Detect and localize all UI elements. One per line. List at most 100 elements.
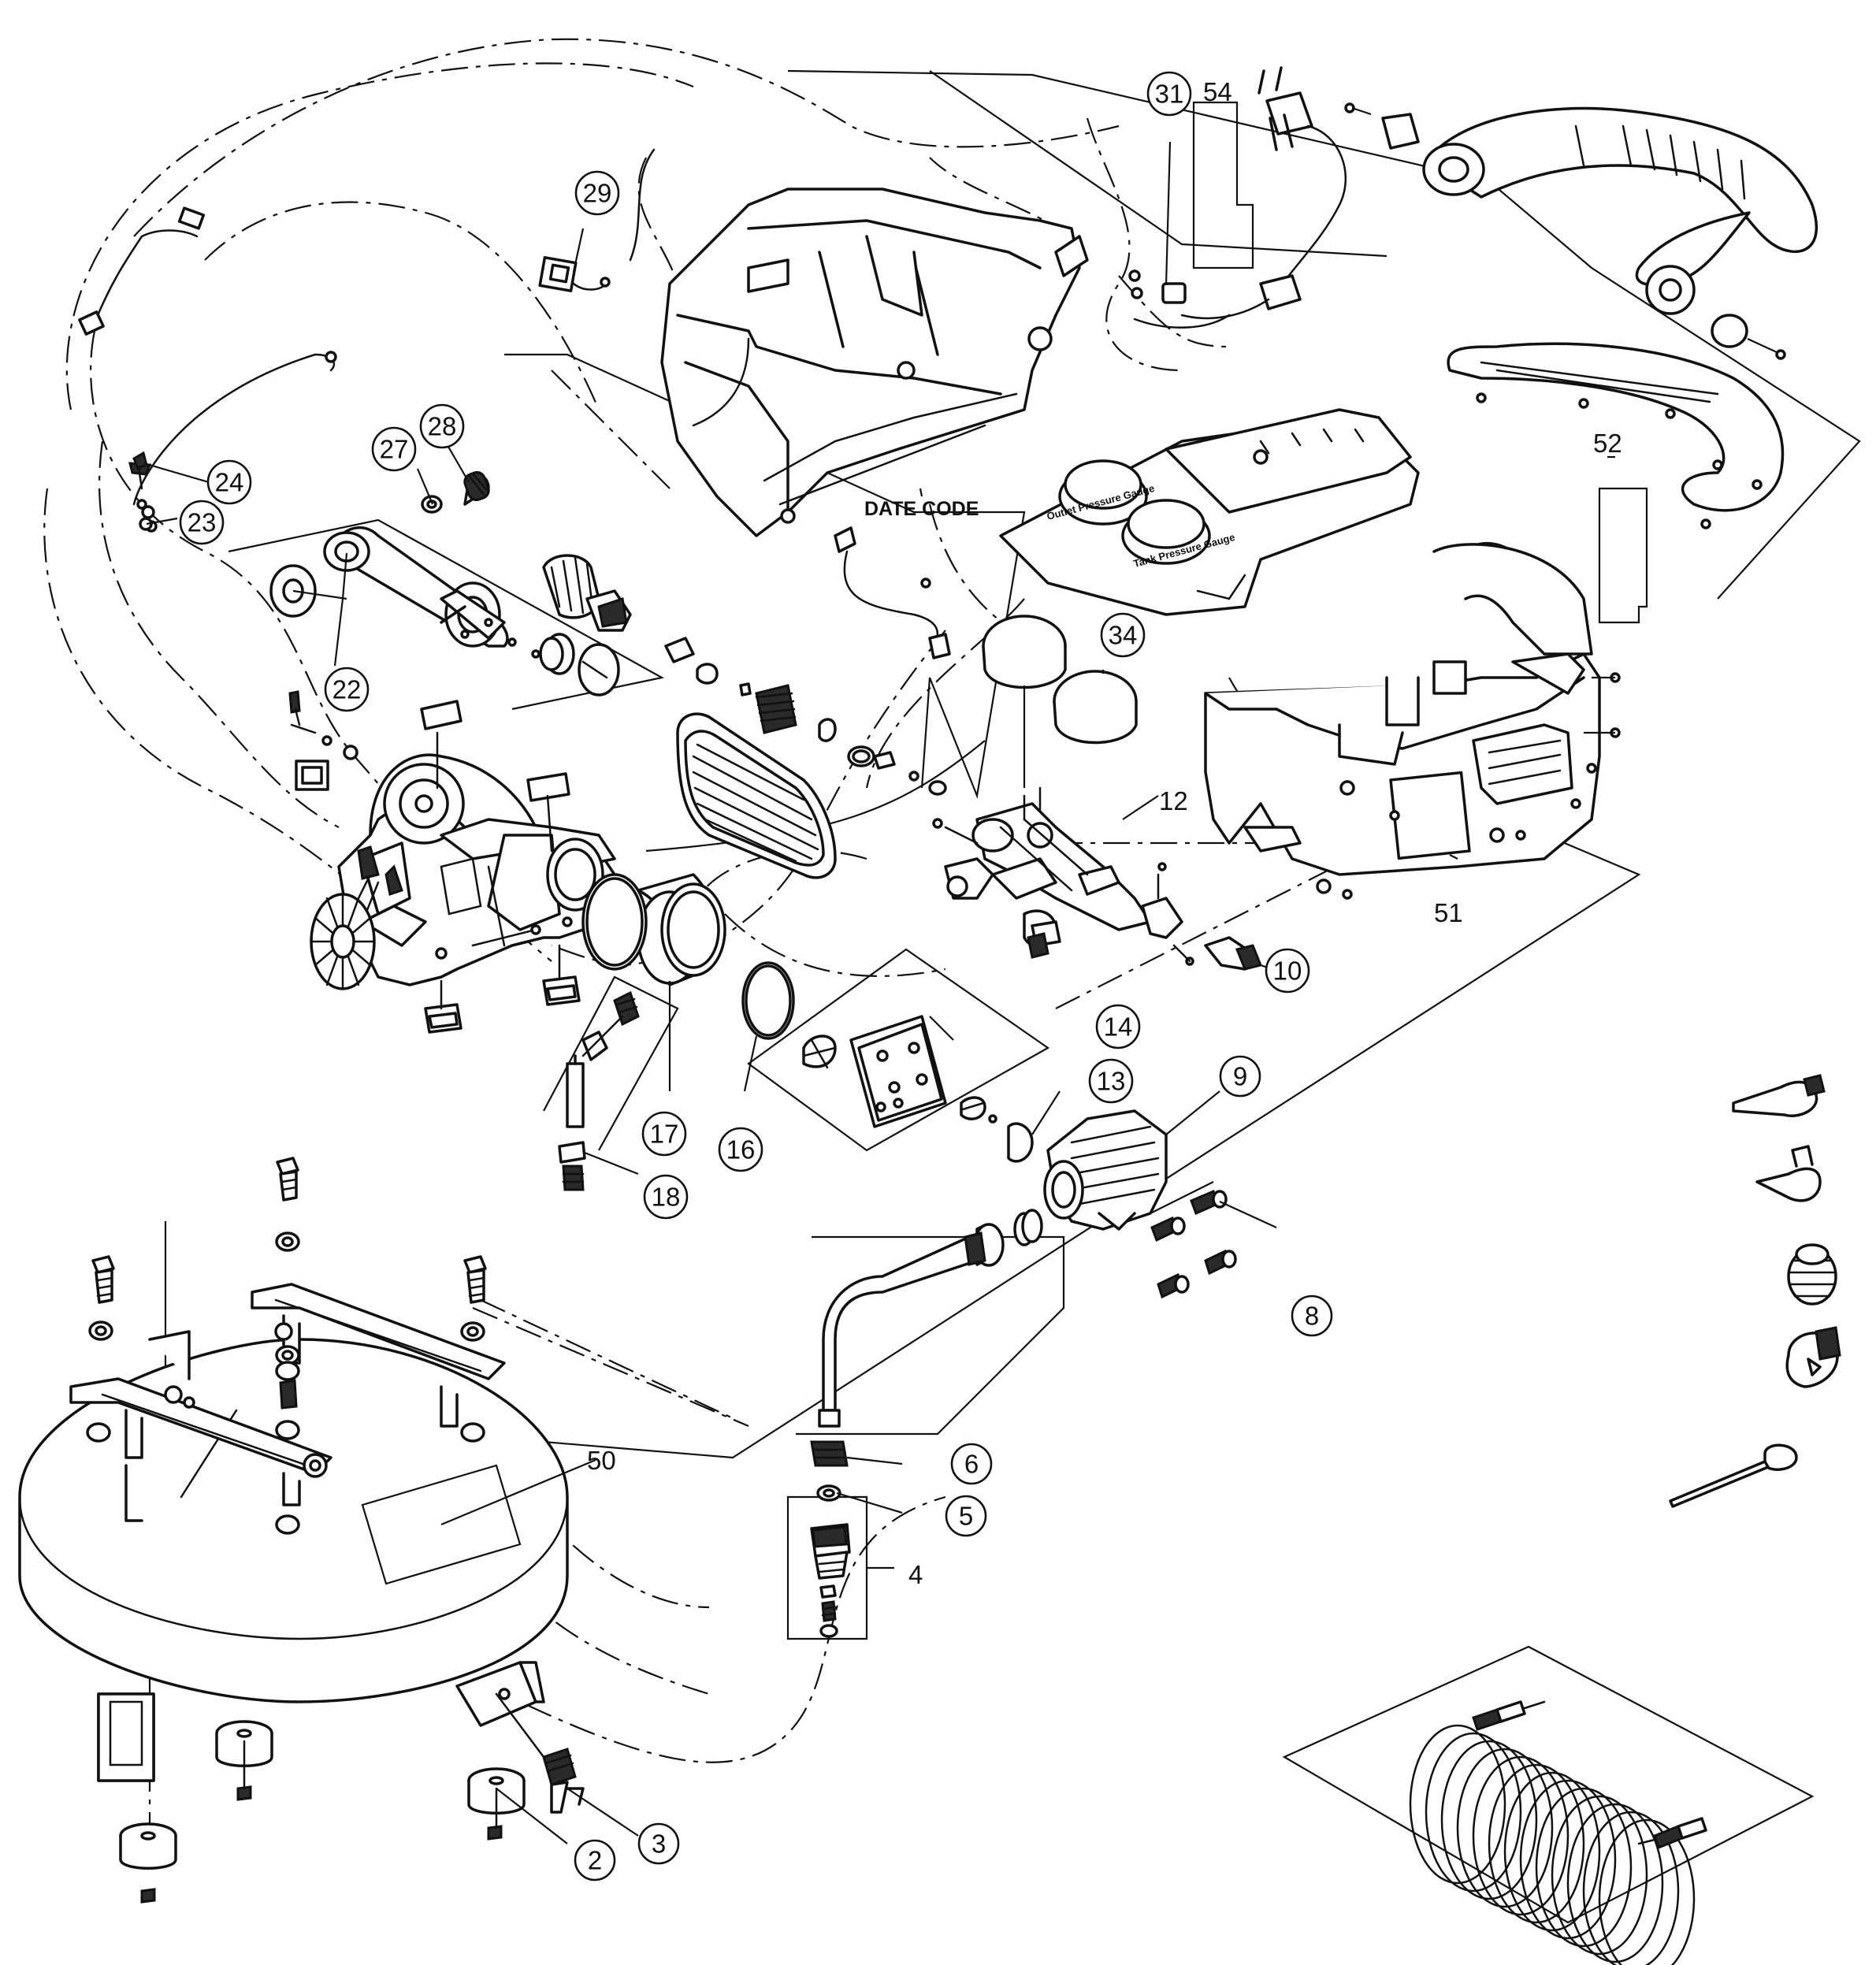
callout-12: 12: [1159, 786, 1188, 815]
svg-text:6: 6: [964, 1450, 979, 1479]
callout-27: 27: [371, 426, 417, 472]
air-hose-kit-outline: [1282, 1645, 1815, 1924]
svg-text:51: 51: [1434, 898, 1463, 927]
svg-text:50: 50: [587, 1446, 616, 1475]
upper-shroud: [660, 188, 1089, 589]
handle-group-outline: [929, 70, 1387, 258]
valve-plate: [802, 1015, 997, 1128]
fan: [310, 893, 376, 990]
head-assembly: [1007, 1109, 1168, 1231]
svg-text:5: 5: [959, 1502, 973, 1531]
svg-text:3: 3: [652, 1829, 666, 1859]
svg-text:18: 18: [652, 1183, 681, 1212]
svg-text:9: 9: [1233, 1062, 1247, 1091]
callout-28: 28: [419, 403, 465, 449]
callout-31: 31: [1146, 71, 1192, 117]
callout-51: 51: [1434, 898, 1463, 927]
manifold: [932, 786, 1194, 966]
label-54-outline: [1192, 101, 1254, 269]
connecting-rod-group-outline: [228, 518, 665, 711]
callout-4: 4: [908, 1560, 923, 1589]
cord-group-outline: [787, 69, 1861, 600]
check-valve: [810, 1440, 851, 1638]
date-code-wire: DATE CODE: [834, 488, 979, 659]
head-screws: [1150, 1189, 1237, 1299]
svg-text:27: 27: [380, 435, 409, 464]
check-valve-parts: [542, 554, 947, 796]
gauges: [982, 615, 1138, 745]
callout-13: 13: [1088, 1058, 1134, 1104]
callout-52: 52: [1593, 429, 1622, 458]
unloader-group-outline: [543, 975, 679, 1151]
callout-17: 17: [641, 1111, 687, 1157]
motor-pump-assembly: [337, 753, 616, 986]
svg-text:8: 8: [1305, 1302, 1319, 1331]
pressure-switch: [538, 148, 656, 292]
svg-text:16: 16: [726, 1135, 756, 1165]
callout-14: 14: [1095, 1004, 1141, 1049]
callout-6: 6: [950, 1443, 993, 1485]
gauge-panel: Outlet Pressure Gauge Tank Pressure Gaug…: [999, 408, 1420, 616]
label-52-outline: [1598, 487, 1648, 624]
svg-text:14: 14: [1104, 1012, 1133, 1042]
svg-text:4: 4: [908, 1560, 923, 1589]
svg-text:31: 31: [1155, 80, 1184, 109]
motor-shroud-outline: [645, 740, 986, 852]
svg-text:2: 2: [588, 1846, 602, 1875]
feet: [119, 1720, 526, 1904]
svg-text:12: 12: [1159, 786, 1188, 815]
drain-valve: [495, 1692, 585, 1814]
unloader-tube: [558, 990, 640, 1191]
coil-hose: [1409, 1700, 1707, 1965]
svg-text:22: 22: [332, 675, 362, 704]
frame-fasteners: [86, 1157, 487, 1535]
small-fasteners-left: [132, 451, 153, 531]
callouts: 2 3 4 5 6 8 9 10 12: [179, 71, 1622, 1881]
callout-5: 5: [945, 1495, 987, 1537]
callout-24: 24: [206, 459, 252, 505]
connecting-rod-assembly: [269, 470, 620, 696]
svg-text:23: 23: [188, 508, 217, 537]
svg-text:17: 17: [650, 1120, 679, 1149]
leader-lines: [146, 141, 1615, 1844]
label-51-outline: [1389, 771, 1471, 860]
inflator-accessories: [1669, 1074, 1841, 1508]
date-code-label: DATE CODE: [864, 498, 979, 520]
svg-text:29: 29: [583, 179, 612, 208]
callout-23: 23: [179, 500, 225, 545]
power-cord: [1128, 66, 1347, 329]
svg-text:28: 28: [428, 412, 457, 441]
cylinder: [581, 873, 726, 986]
handle-grip: [1447, 342, 1785, 529]
outlet-fitting: [1204, 936, 1263, 971]
callout-9: 9: [1219, 1055, 1261, 1098]
check-valve-group-outline: [786, 1495, 868, 1640]
discharge-tube: [818, 1209, 1043, 1428]
callout-2: 2: [574, 1839, 616, 1881]
tank-brackets: [69, 1283, 506, 1522]
vent-cover: [676, 712, 837, 879]
front-shroud: [1204, 541, 1621, 900]
callout-10: 10: [1265, 948, 1310, 994]
callout-18: 18: [643, 1174, 689, 1220]
svg-text:10: 10: [1273, 956, 1302, 986]
callout-22: 22: [324, 667, 370, 712]
svg-text:24: 24: [215, 468, 244, 497]
callout-8: 8: [1291, 1295, 1333, 1337]
valve-plate-group-outline: [747, 948, 1050, 1152]
callout-54: 54: [1203, 77, 1232, 106]
svg-text:13: 13: [1097, 1067, 1126, 1096]
callout-34: 34: [1100, 612, 1146, 658]
callout-3: 3: [637, 1822, 680, 1865]
callout-16: 16: [718, 1127, 763, 1172]
valve-group-outline: [504, 353, 1026, 800]
svg-text:54: 54: [1203, 77, 1232, 106]
gasket-ring: [741, 961, 795, 1040]
label-50-outline: [361, 1464, 522, 1585]
callout-50: 50: [587, 1446, 616, 1475]
callout-29: 29: [574, 170, 620, 216]
motor-mount-pads: [288, 690, 581, 1034]
svg-text:34: 34: [1109, 621, 1138, 650]
svg-text:52: 52: [1593, 429, 1622, 458]
